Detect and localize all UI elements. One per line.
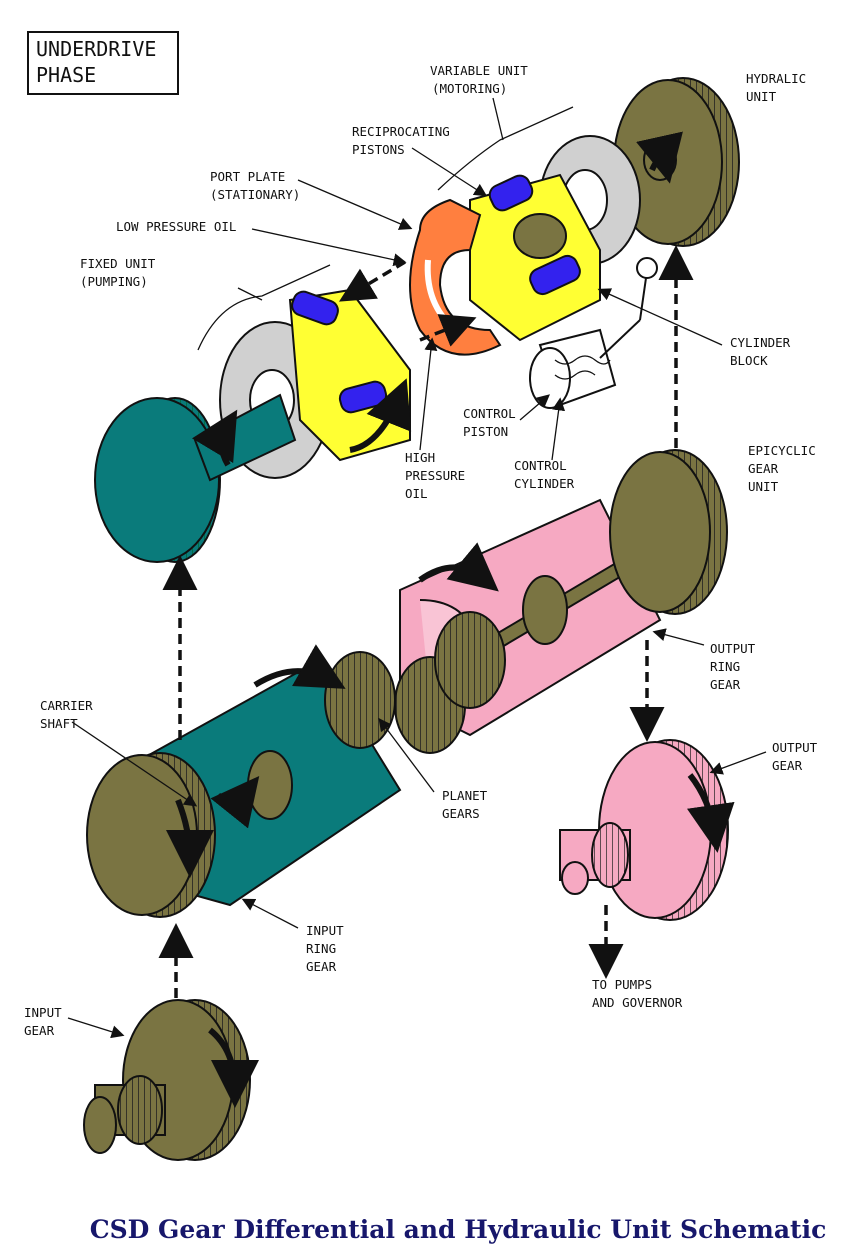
hydraulic-unit-gear [613, 77, 740, 247]
label-high-pressure-oil: HIGH PRESSURE OIL [405, 450, 473, 501]
label-output-gear: OUTPUT GEAR [772, 740, 825, 773]
variable-cylinder-block [469, 173, 601, 342]
caption: CSD Gear Differential and Hydraulic Unit… [90, 1215, 827, 1244]
label-control-piston: CONTROL PISTON [463, 406, 523, 439]
phase-line1: UNDERDRIVE [36, 37, 156, 61]
output-gear [559, 739, 735, 921]
labels: VARIABLE UNIT (MOTORING) HYDRALIC UNIT R… [24, 63, 825, 1038]
phase-box: UNDERDRIVE PHASE [27, 31, 179, 95]
label-hydraulic-unit: HYDRALIC UNIT [746, 71, 814, 104]
power-flow-arrows [158, 245, 694, 998]
control-cylinder [529, 277, 647, 409]
label-fixed-unit: FIXED UNIT (PUMPING) [80, 256, 163, 289]
label-to-pumps: TO PUMPS AND GOVERNOR [592, 977, 683, 1010]
epicyclic-gear-unit [86, 449, 728, 918]
label-carrier-shaft: CARRIER SHAFT [40, 698, 100, 731]
label-input-gear: INPUT GEAR [24, 1005, 69, 1038]
label-reciprocating-pistons: RECIPROCATING PISTONS [352, 124, 457, 157]
label-cylinder-block: CYLINDER BLOCK [730, 335, 798, 368]
label-output-ring-gear: OUTPUT RING GEAR [710, 641, 763, 692]
label-input-ring-gear: INPUT RING GEAR [306, 923, 351, 974]
input-gear [83, 999, 259, 1161]
label-planet-gears: PLANET GEARS [442, 788, 495, 821]
label-control-cylinder: CONTROL CYLINDER [514, 458, 575, 491]
fixed-unit-gear [94, 393, 297, 563]
label-low-pressure-oil: LOW PRESSURE OIL [116, 219, 236, 234]
phase-line2: PHASE [36, 63, 96, 87]
label-epicyclic-gear-unit: EPICYCLIC GEAR UNIT [748, 443, 823, 494]
leader-lines [67, 97, 767, 1039]
oil-flow-arrows [338, 260, 477, 347]
label-port-plate: PORT PLATE (STATIONARY) [210, 169, 300, 202]
label-variable-unit: VARIABLE UNIT (MOTORING) [430, 63, 535, 96]
